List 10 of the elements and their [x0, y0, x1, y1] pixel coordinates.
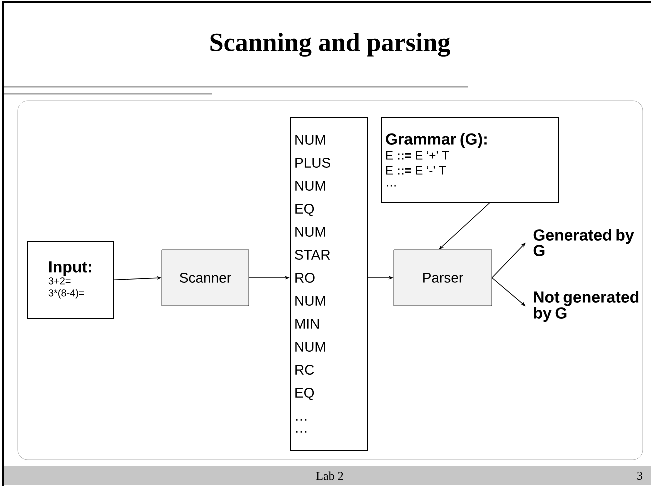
- output-text: Generated by G: [534, 229, 634, 256]
- grammar-box: Grammar (G): E ::= E ‘+’ T E ::= E ‘-’ T …: [381, 117, 559, 203]
- output-text: Not generated by G: [534, 291, 639, 322]
- process-box: Parser: [394, 250, 492, 306]
- token-list-box: NUM PLUS NUM EQ NUM STAR RO NUM MIN NUM RC EQ … …: [290, 117, 368, 451]
- footer-text: Lab 2: [316, 472, 344, 480]
- page-number: 3: [638, 472, 643, 480]
- input-box: Input: 3+2= 3*(8-4)=: [27, 241, 114, 320]
- slide-title: Scanning and parsing: [210, 33, 450, 57]
- process-box: Scanner: [162, 250, 250, 306]
